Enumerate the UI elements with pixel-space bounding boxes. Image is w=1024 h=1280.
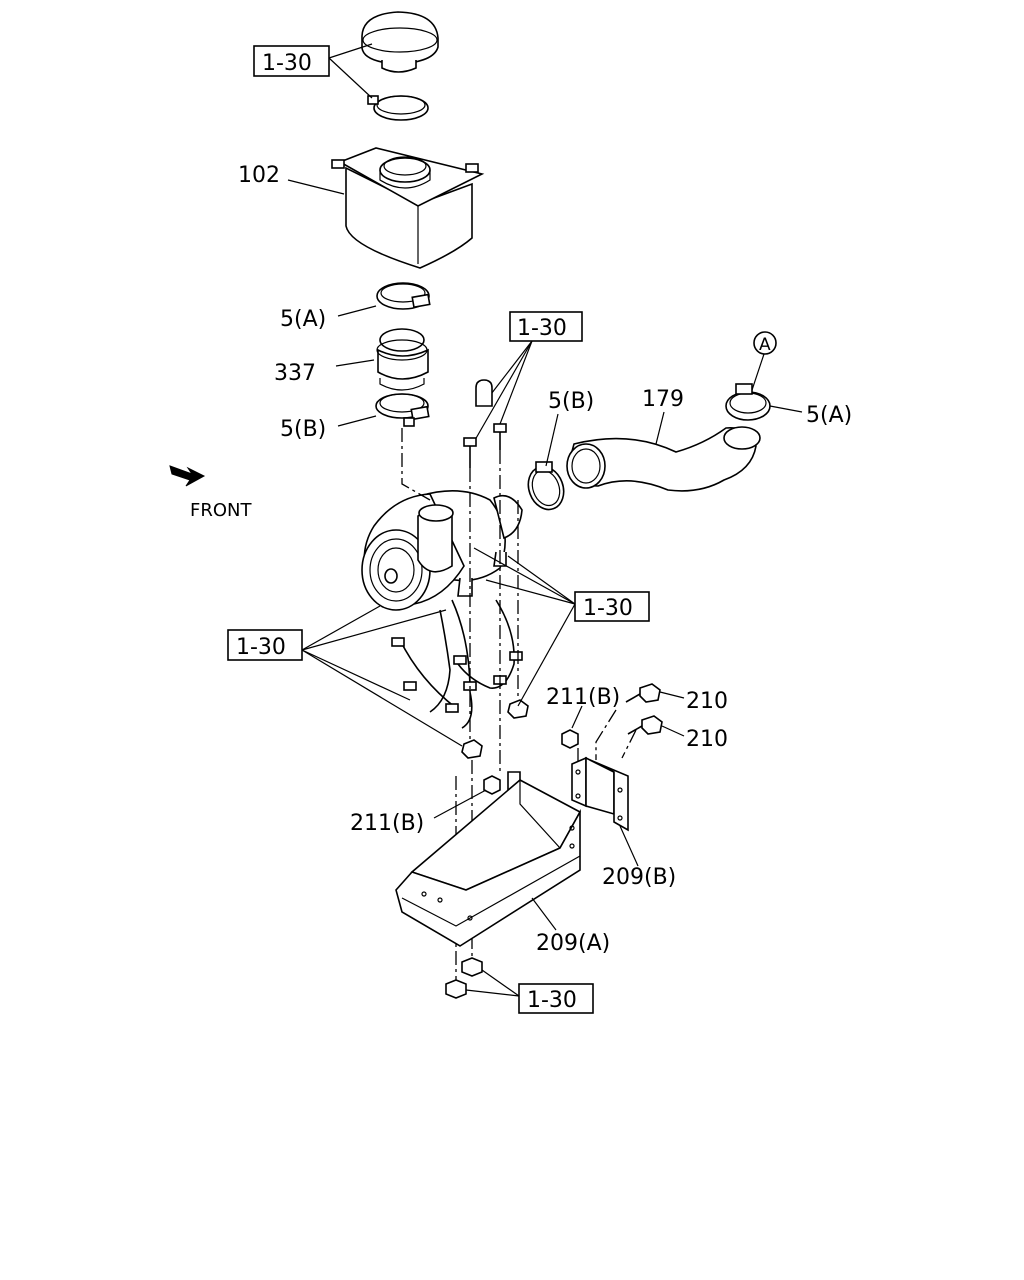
bolt-210-upper bbox=[625, 683, 685, 703]
ref-box-right: 1-30 bbox=[473, 547, 650, 707]
label-102: 102 bbox=[238, 163, 345, 195]
svg-text:210: 210 bbox=[686, 727, 728, 752]
bracket-209b bbox=[571, 756, 639, 867]
label-211b-lower: 211(B) bbox=[350, 811, 424, 836]
ref-box-upper-middle: 1-30 bbox=[474, 311, 583, 441]
ref-box-bottom-text: 1-30 bbox=[527, 988, 577, 1013]
ref-box-top-text: 1-30 bbox=[262, 51, 312, 76]
clamp-5a bbox=[376, 282, 431, 310]
label-210-upper: 210 bbox=[686, 689, 728, 714]
tray-209a bbox=[395, 771, 582, 947]
ref-box-upper-middle-text: 1-30 bbox=[517, 316, 567, 341]
svg-text:5(A): 5(A) bbox=[280, 307, 326, 332]
front-label: FRONT bbox=[190, 500, 252, 521]
svg-text:210: 210 bbox=[686, 689, 728, 714]
svg-text:5(B): 5(B) bbox=[280, 417, 326, 442]
label-179: 179 bbox=[642, 387, 684, 445]
ref-box-right-text: 1-30 bbox=[583, 596, 633, 621]
label-210-lower: 210 bbox=[686, 727, 728, 752]
label-5b-right: 5(B) bbox=[545, 389, 594, 467]
front-indicator: FRONT bbox=[169, 465, 252, 521]
svg-text:5(B): 5(B) bbox=[548, 389, 594, 414]
label-209a: 209(A) bbox=[536, 931, 610, 956]
svg-text:179: 179 bbox=[642, 387, 684, 412]
ref-box-bottom: 1-30 bbox=[465, 969, 594, 1014]
mount-bolts-upper bbox=[463, 379, 507, 468]
clamp-5b-left bbox=[375, 393, 430, 427]
clamp-5a-right bbox=[725, 383, 771, 421]
svg-text:5(A): 5(A) bbox=[806, 403, 852, 428]
ref-box-left-text: 1-30 bbox=[236, 635, 286, 660]
svg-text:209(B): 209(B) bbox=[602, 865, 676, 890]
ref-box-top: 1-30 bbox=[253, 43, 373, 99]
label-209b: 209(B) bbox=[602, 865, 676, 890]
mounting-straps bbox=[391, 599, 529, 759]
callout-a: A bbox=[751, 331, 777, 391]
svg-text:211(B): 211(B) bbox=[350, 811, 424, 836]
front-arrow-icon bbox=[169, 465, 206, 487]
air-cleaner-cap bbox=[361, 11, 439, 73]
label-5a-right: 5(A) bbox=[769, 403, 852, 428]
label-5a-left: 5(A) bbox=[280, 305, 377, 332]
ref-box-left: 1-30 bbox=[227, 605, 463, 747]
bottom-nuts bbox=[445, 957, 483, 999]
nut-211b-upper bbox=[561, 705, 583, 749]
svg-text:A: A bbox=[759, 335, 771, 355]
label-337: 337 bbox=[274, 359, 375, 386]
label-5b-left: 5(B) bbox=[280, 415, 377, 442]
clamp-5b-right bbox=[527, 461, 565, 511]
nut-211b-lower bbox=[433, 775, 501, 819]
bolt-210-lower bbox=[627, 715, 685, 737]
svg-text:209(A): 209(A) bbox=[536, 931, 610, 956]
svg-text:211(B): 211(B) bbox=[546, 685, 620, 710]
air-cleaner-housing bbox=[361, 490, 523, 611]
hose-337 bbox=[376, 328, 429, 391]
label-211b-upper: 211(B) bbox=[546, 685, 620, 710]
svg-text:102: 102 bbox=[238, 163, 280, 188]
intake-hose-179 bbox=[566, 426, 761, 492]
cap-clamp bbox=[367, 95, 429, 121]
precleaner-body bbox=[331, 147, 485, 269]
svg-text:337: 337 bbox=[274, 361, 316, 386]
